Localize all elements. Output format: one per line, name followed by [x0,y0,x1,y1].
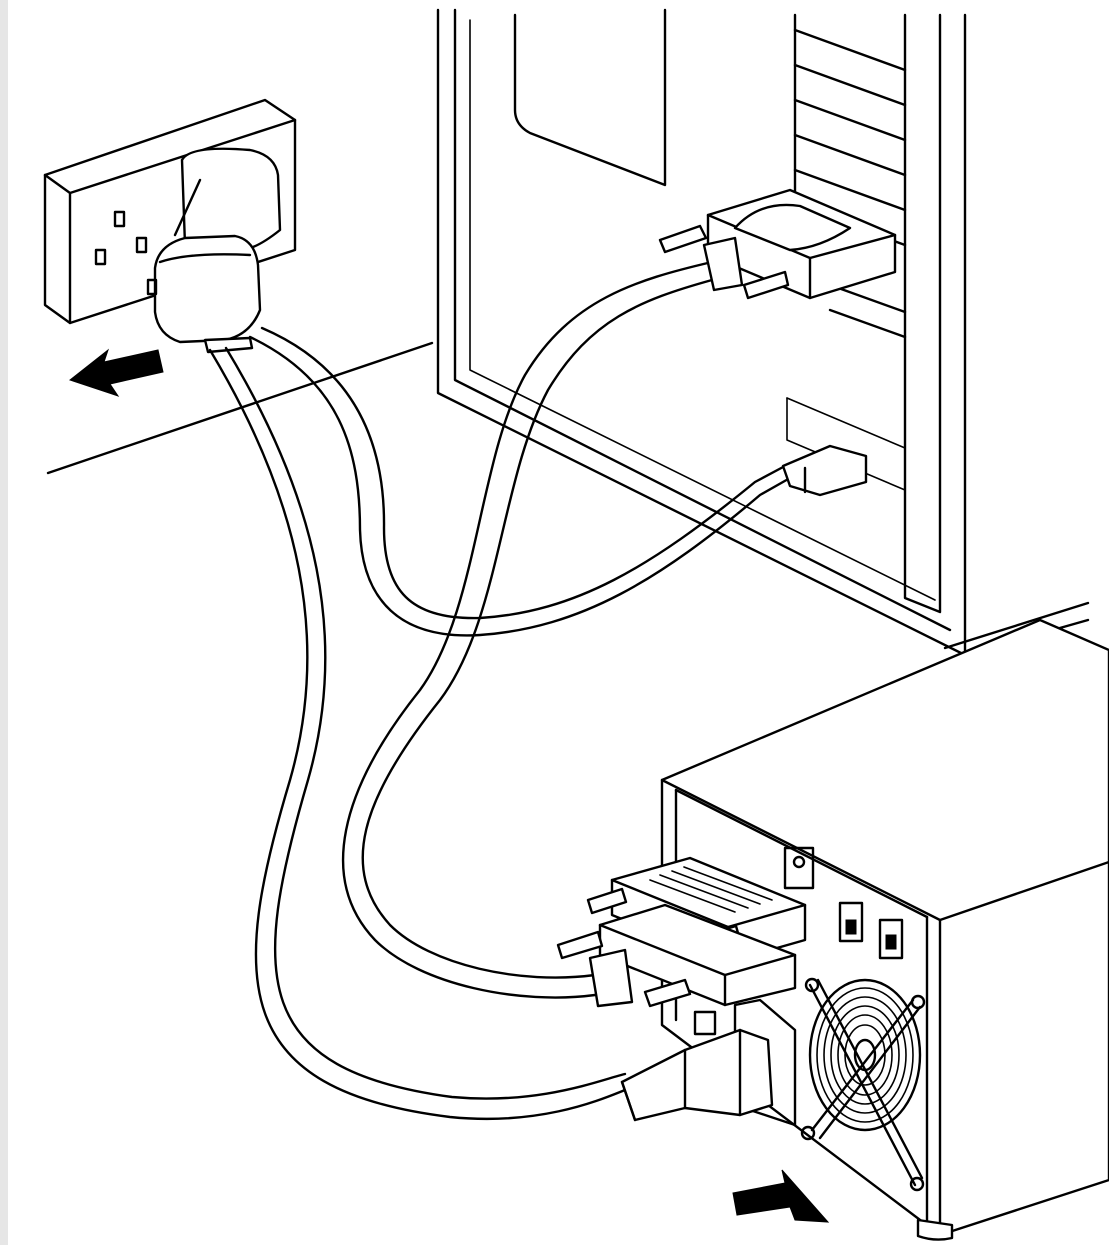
mains-plug [146,234,262,354]
parallel-scsi-connector [658,188,897,300]
cables [208,260,792,1121]
parallel-scsi-connector [556,856,807,1008]
computer-tower [436,8,967,657]
iec-power-connector [620,1028,774,1122]
iec-power-connector [781,444,868,497]
insertion-arrow-icon [68,348,164,397]
page-margin [0,0,8,1245]
insertion-arrow-icon [732,1169,830,1223]
cooling-fan [800,977,926,1192]
